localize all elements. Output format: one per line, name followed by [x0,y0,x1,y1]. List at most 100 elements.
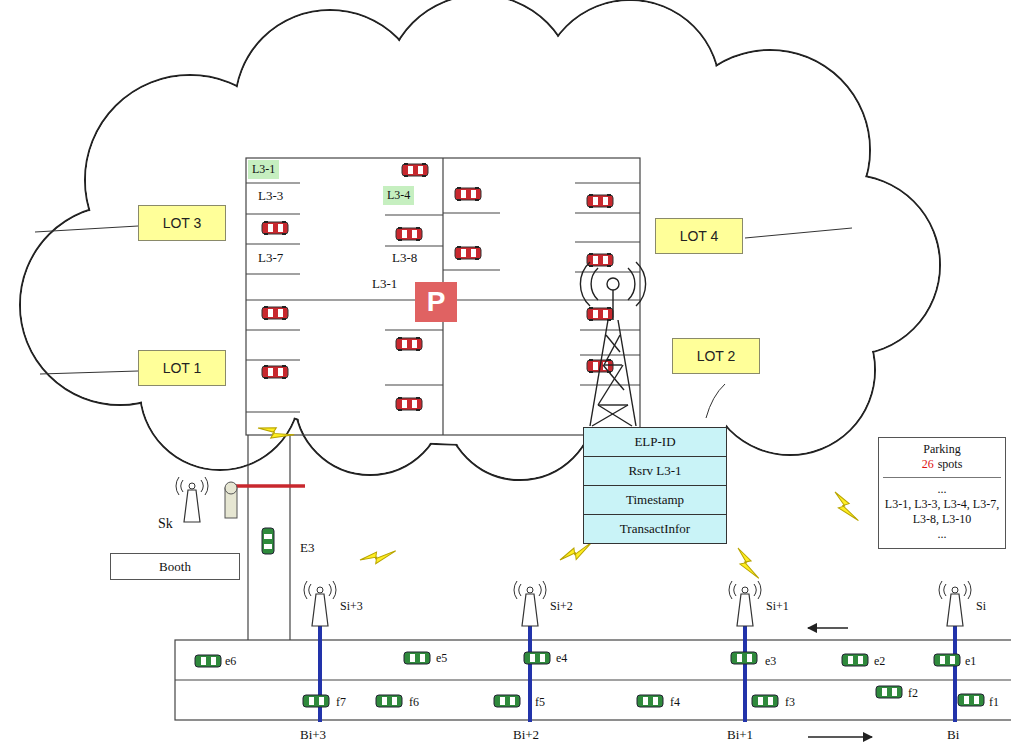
drawing-part [385,214,443,215]
drawing-part [396,227,422,241]
node-text: P [427,286,446,318]
drawing-part [587,194,613,208]
drawing-part [262,306,288,320]
drawing-part [246,273,300,274]
text-label: Si+1 [766,600,789,613]
drawing-part [246,182,300,183]
node-text: Rsrv L3-1 [628,463,681,479]
roadside-units [304,581,971,626]
drawing-part [385,329,443,330]
node-text: LOT 2 [697,348,736,364]
drawing-part [607,278,619,290]
text-label: L3-8 [392,251,417,265]
drawing-part [262,221,288,235]
text-label: f1 [989,696,999,709]
drawing-part [958,694,984,706]
text-label: e5 [436,652,447,665]
drawing-part [808,627,848,628]
drawing-part [289,435,290,640]
drawing-part [752,695,778,707]
drawing-part [592,405,628,426]
text-label: f5 [535,696,545,709]
node-text: L3-4 [387,188,410,202]
text-label: L3-1 [372,277,397,291]
drawing-part [598,404,628,405]
message-field: ELP-ID [583,427,727,457]
text-label: f6 [409,696,419,709]
info-row: ... [883,482,1001,497]
text-label: Bi [947,728,959,742]
drawing-part [732,548,765,578]
spot-unit: spots [938,457,963,471]
text-label: Sk [158,516,173,531]
node-text: LOT 4 [680,228,719,244]
text-label: E3 [300,541,314,555]
drawing-part [587,307,613,321]
text-label: f2 [908,687,918,700]
parking-info-box: Parking26spots...L3-1, L3-3, L3-4, L3-7,… [878,437,1006,549]
drawing-part [842,654,868,666]
drawing-part [808,736,872,737]
drawing-part [587,253,613,267]
lot-box: LOT 4 [655,218,743,254]
parking-sign: P [415,282,457,322]
drawing-part [131,76,809,444]
drawing-part [731,652,757,664]
info-row: ... [883,527,1001,542]
cloud-outline [20,0,940,480]
drawing-part [575,271,640,272]
lot-box: LOT 1 [138,350,226,386]
node-text: L3-1 [252,162,275,176]
drawing-part [175,679,1011,680]
info-header: Parking26spots [883,442,1001,478]
drawing-part [246,411,300,412]
text-label: e3 [765,655,776,668]
drawing-part [580,329,640,330]
parking-grid [246,158,640,435]
info-row: L3-1, L3-3, L3-4, L3-7, L3-8, L3-10 [883,497,1001,527]
info-text: ... [938,527,947,541]
text-label: Bi+1 [727,728,753,742]
drawing-part [175,640,1011,720]
road-sensor-bars [318,625,957,722]
message-field: TransactInfor [583,514,727,544]
drawing-part [604,364,622,365]
drawing-part [575,212,640,213]
drawing-part [40,371,138,374]
node-text: LOT 3 [163,215,202,231]
drawing-part [443,212,500,213]
drawing-part [618,320,636,426]
drawing-part [20,0,940,480]
text-label: e6 [225,655,236,668]
lot-box: LOT 3 [138,205,226,241]
text-label: e2 [874,655,885,668]
booth-box: Booth [110,553,240,580]
drawing-part [598,405,632,426]
info-row: 26spots [883,457,1001,472]
info-row: Parking [883,442,1001,457]
node-text: LOT 1 [163,360,202,376]
drawing-part [262,365,288,379]
drawing-part [385,384,443,385]
text-label: f7 [336,696,346,709]
drawing-part [225,482,237,494]
drawing-part [262,528,274,554]
road-cars [195,652,984,707]
drawing-part [376,695,402,707]
message-field: Timestamp [583,485,727,515]
drawing-part [246,213,300,214]
drawing-part [130,75,810,445]
drawing-part [514,581,546,626]
node-text: Booth [159,559,191,575]
lot-box: LOT 2 [672,338,760,374]
gate-post [225,482,237,518]
drawing-part [304,581,336,626]
drawing-part [745,228,852,238]
text-label: e4 [556,652,567,665]
text-label: Bi+3 [300,728,326,742]
drawing-part [637,695,663,707]
text-label: e1 [965,655,976,668]
drawing-part [706,384,725,418]
radio-tower [580,262,645,426]
